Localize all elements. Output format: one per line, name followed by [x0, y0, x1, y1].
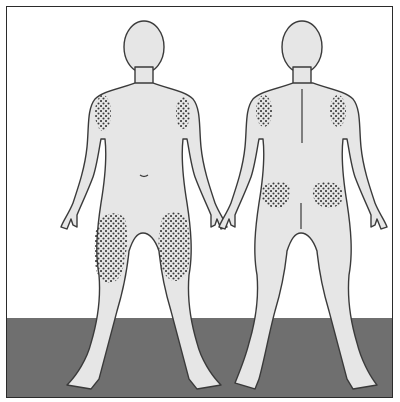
back-upper-arm-right-area: [330, 95, 346, 127]
front-body: [61, 83, 227, 389]
front-upper-arm-left-area: [95, 95, 111, 131]
front-figure: [61, 21, 227, 389]
front-thigh-right-area: [159, 212, 191, 281]
diagram-frame: [6, 6, 393, 398]
front-head: [124, 21, 164, 73]
front-upper-arm-right-area: [176, 97, 190, 129]
back-body: [219, 83, 387, 389]
body-diagram: [7, 7, 392, 397]
back-buttock-left-area: [262, 182, 290, 208]
back-head: [282, 21, 322, 73]
back-upper-arm-left-area: [256, 95, 272, 127]
back-figure: [219, 21, 387, 389]
